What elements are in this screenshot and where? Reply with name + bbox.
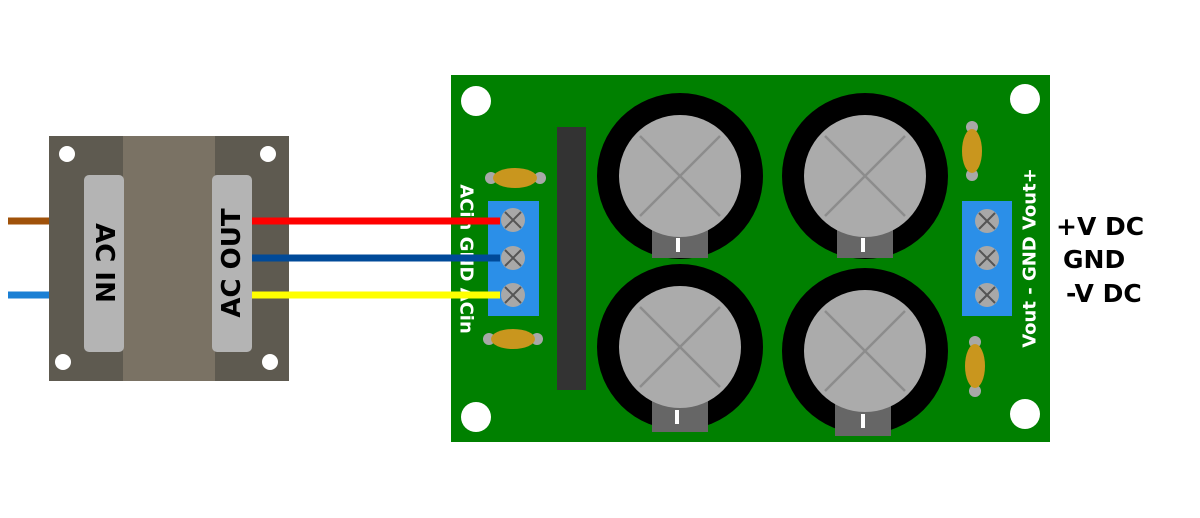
mounting-hole — [55, 354, 71, 370]
mounting-hole — [461, 402, 491, 432]
ground-output-label: GND — [1063, 245, 1125, 274]
terminal-screw — [975, 209, 999, 233]
mounting-hole — [461, 86, 491, 116]
ceramic-capacitor — [483, 329, 543, 349]
ac-out-label-plate — [212, 175, 252, 352]
ac-out-label: AC OUT — [217, 208, 247, 317]
electrolytic-capacitor — [782, 268, 948, 436]
negative-output-label: -V DC — [1066, 279, 1142, 308]
ceramic-capacitor — [965, 336, 985, 397]
terminal-screw — [975, 283, 999, 307]
electrolytic-capacitor — [597, 264, 763, 432]
terminal-screw — [501, 208, 525, 232]
bridge-rectifier — [557, 127, 586, 390]
mounting-hole — [262, 354, 278, 370]
ac-in-label-plate — [84, 175, 124, 352]
mounting-hole — [1010, 399, 1040, 429]
mounting-hole — [59, 146, 75, 162]
positive-output-label: +V DC — [1056, 212, 1144, 241]
mounting-hole — [260, 146, 276, 162]
transformer: AC IN AC OUT — [49, 136, 289, 381]
terminal-screw — [501, 283, 525, 307]
ceramic-capacitor — [485, 168, 546, 188]
electrolytic-capacitor — [782, 93, 948, 259]
transformer-core — [123, 136, 215, 381]
ac-in-label: AC IN — [89, 223, 119, 303]
terminal-screw — [975, 246, 999, 270]
power-supply-board: ACin GND ACin Vout - GND Vout+ — [451, 75, 1050, 442]
terminal-screw — [501, 246, 525, 270]
electrolytic-capacitor — [597, 93, 763, 259]
output-terminal-silkscreen: Vout - GND Vout+ — [1020, 168, 1041, 348]
ceramic-capacitor — [962, 121, 982, 181]
mounting-hole — [1010, 84, 1040, 114]
